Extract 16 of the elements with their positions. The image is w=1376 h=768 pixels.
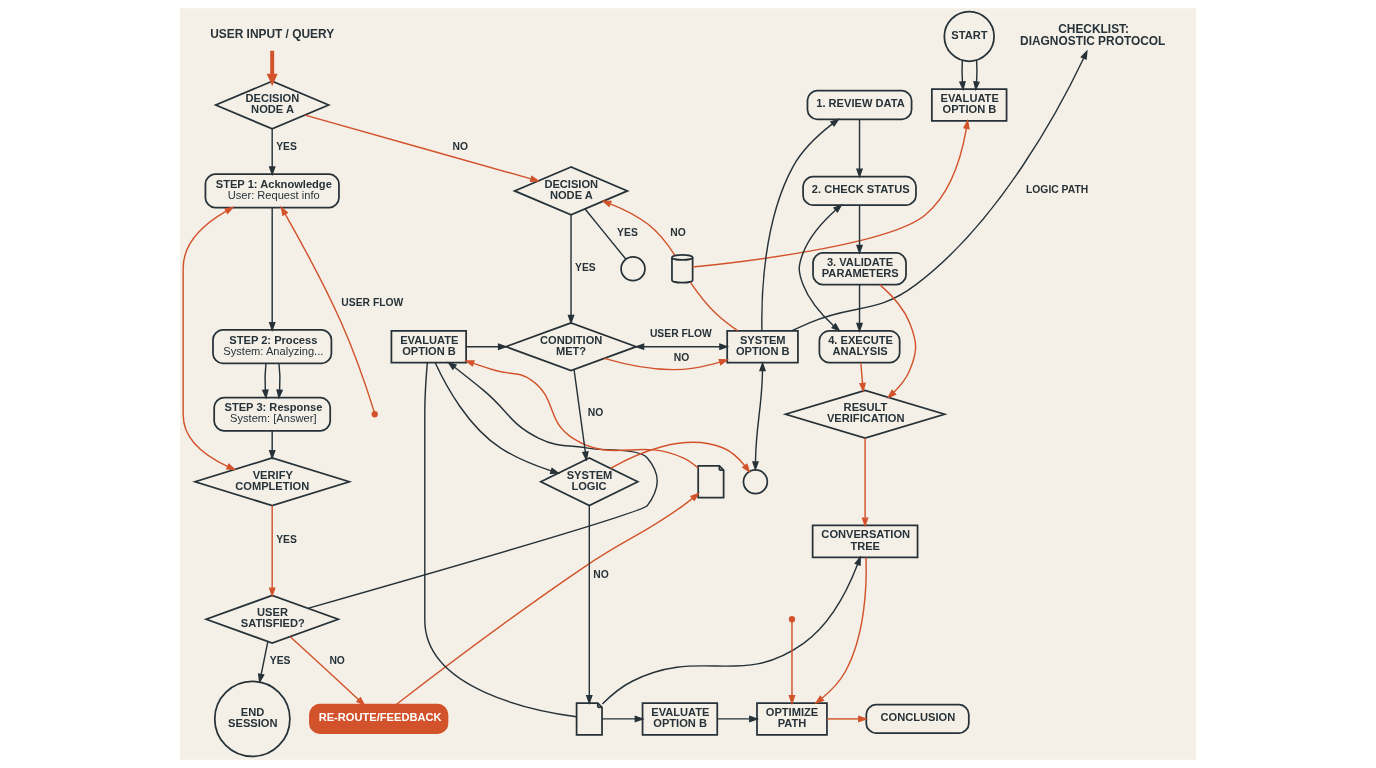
edge-label: NO	[673, 351, 690, 363]
edge-label: YES	[269, 655, 291, 667]
edge-label: NO	[452, 140, 469, 152]
edge-label: YES	[276, 534, 297, 546]
edge-label: NO	[670, 226, 686, 238]
node-text: CHECKLIST: DIAGNOSTIC PROTOCOL	[1020, 22, 1166, 49]
edge-label: USER FLOW	[341, 296, 404, 308]
edge-label: NO	[329, 655, 345, 667]
edge-label: YES	[276, 140, 297, 152]
edge-label: LOGIC PATH	[1026, 183, 1089, 195]
node-text: USER INPUT / QUERY	[210, 27, 335, 42]
edge-label: USER FLOW	[649, 327, 712, 339]
edge-label: YES	[575, 261, 596, 273]
edge-label: NO	[593, 569, 609, 581]
edge-label: YES	[617, 226, 638, 238]
edge-label: NO	[587, 407, 604, 419]
